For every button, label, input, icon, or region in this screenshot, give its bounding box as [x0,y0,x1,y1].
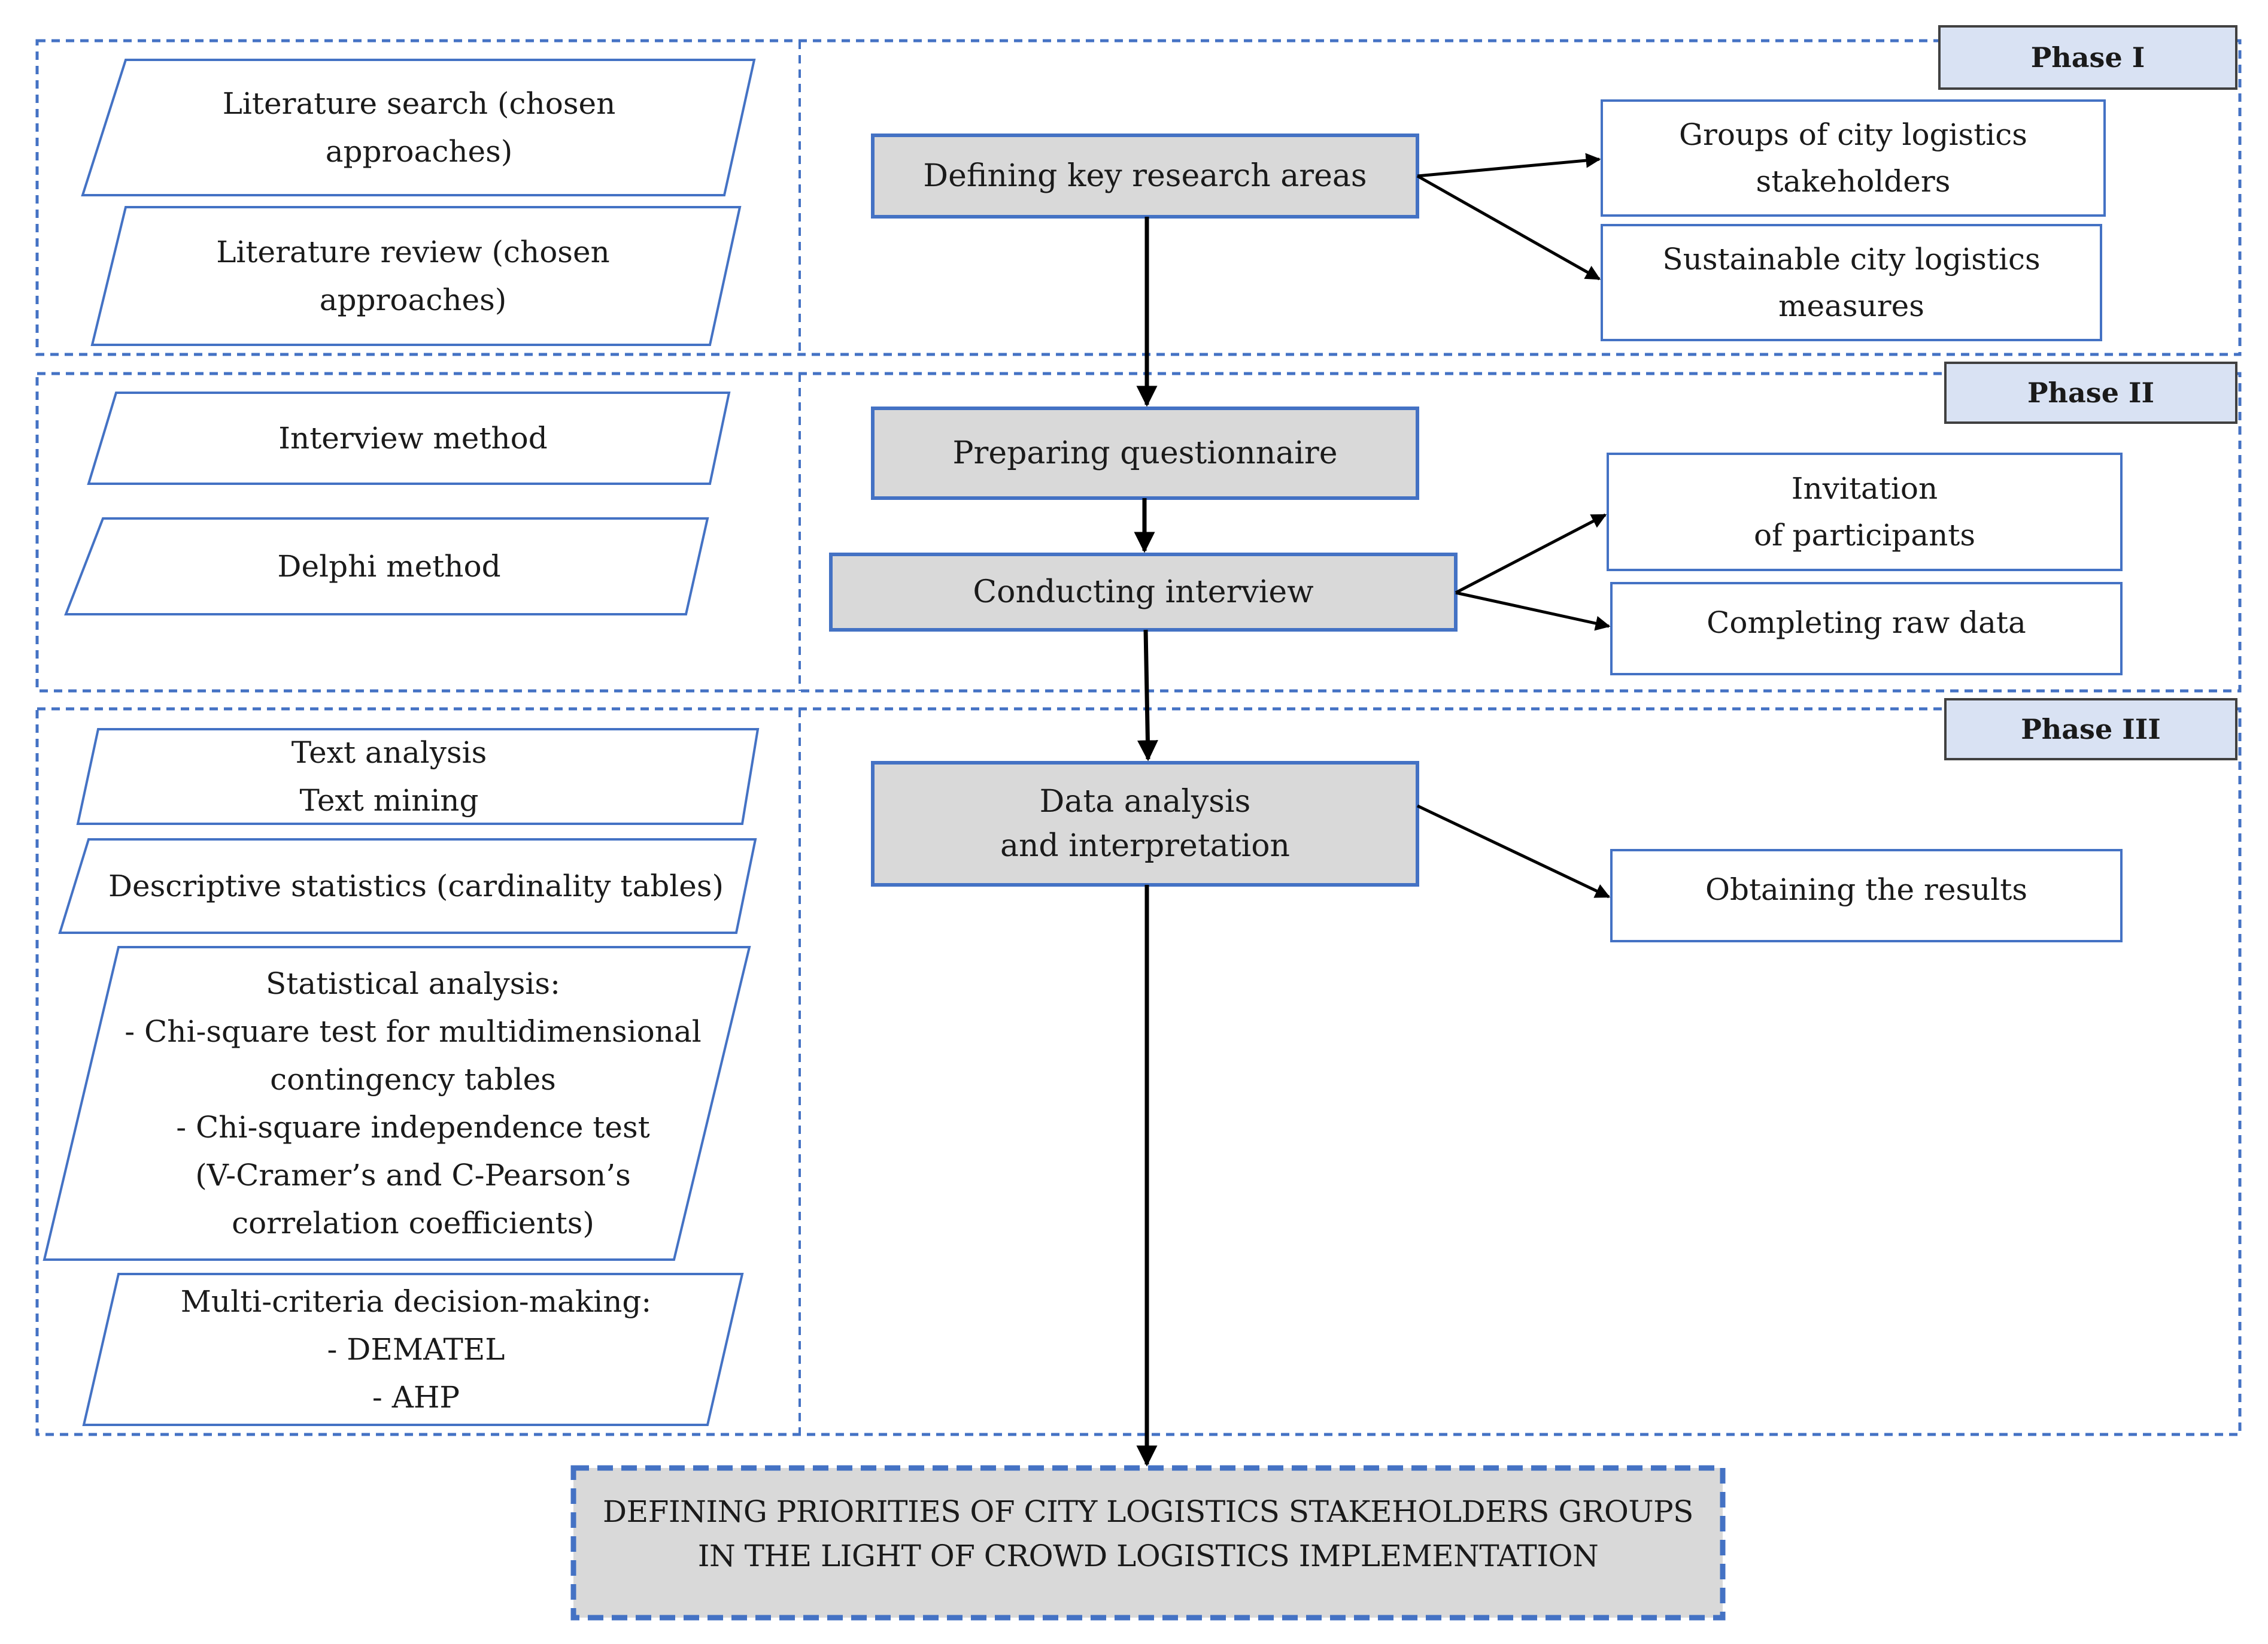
output-measures-shape [1601,224,2102,341]
step-defining-areas: Defining key research areas [923,158,1367,194]
step-conducting-interview: Conducting interview [973,574,1314,610]
step-conducting-interview-shape [829,553,1458,632]
branch-arrows [1416,153,1611,899]
method-literature-search-shape [81,59,756,196]
phase-3-label: Phase III [2021,713,2161,745]
step-data-analysis-shape [871,761,1419,887]
phase-1-tab [1938,25,2237,90]
method-interview: Interview method [278,421,548,456]
output-raw-data-shape [1610,582,2123,675]
output-invitation: Invitation of participants [1753,471,1976,553]
method-statistical-analysis-shape [42,946,751,1261]
method-statistical-analysis: Statistical analysis: - Chi-square test … [125,966,702,1240]
method-descriptive-stats: Descriptive statistics (cardinality tabl… [108,869,724,903]
phase-3-tab [1944,698,2237,760]
method-delphi-shape [64,517,709,615]
method-text-analysis-shape [76,728,760,825]
final-outcome: DEFINING PRIORITIES OF CITY LOGISTICS ST… [603,1494,1693,1573]
output-invitation-shape [1607,453,2123,571]
arrow-to-invitation [1455,513,1607,594]
arrow-step3-to-step4 [1137,629,1158,762]
arrow-to-raw-data [1455,591,1611,631]
method-interview-shape [87,392,731,485]
output-raw-data: Completing raw data [1707,605,2026,640]
method-shapes [42,59,760,1426]
output-groups: Groups of city logistics stakeholders [1679,117,2027,199]
method-descriptive-stats-shape [58,838,757,934]
step-preparing-questionnaire-shape [871,407,1419,500]
final-outcome-shape [570,1465,1726,1621]
method-literature-review: Literature review (chosen approaches) [216,235,610,317]
arrow-to-measures [1416,174,1601,281]
method-delphi: Delphi method [277,549,501,584]
phase-2-tab [1944,362,2237,424]
arrow-to-groups [1417,153,1601,178]
phase-3-panel [35,707,2242,1436]
method-literature-search: Literature search (chosen approaches) [222,86,616,169]
step-data-analysis: Data analysis and interpretation [1000,784,1291,864]
phase-1-panel [35,39,2242,356]
output-results-shape [1610,849,2123,942]
step-defining-areas-shape [871,134,1419,219]
method-literature-review-shape [90,206,742,346]
method-mcdm-shape [82,1273,744,1426]
phase-2-panel [35,372,2242,693]
method-mcdm: Multi-criteria decision-making: - DEMATE… [180,1284,652,1415]
phase-tabs [1938,25,2237,760]
process-shapes [829,134,1458,887]
step-preparing-questionnaire: Preparing questionnaire [952,435,1338,471]
arrows [1134,217,1158,1467]
arrow-to-results [1416,804,1611,899]
output-groups-shape [1601,99,2106,217]
output-measures: Sustainable city logistics measures [1662,242,2041,323]
output-shapes [1601,99,2123,942]
phase-2-label: Phase II [2027,377,2155,409]
phase-panels [35,39,2242,1436]
output-results: Obtaining the results [1705,872,2028,907]
phase-1-label: Phase I [2030,41,2145,74]
method-text-analysis: Text analysis Text mining [291,735,487,818]
